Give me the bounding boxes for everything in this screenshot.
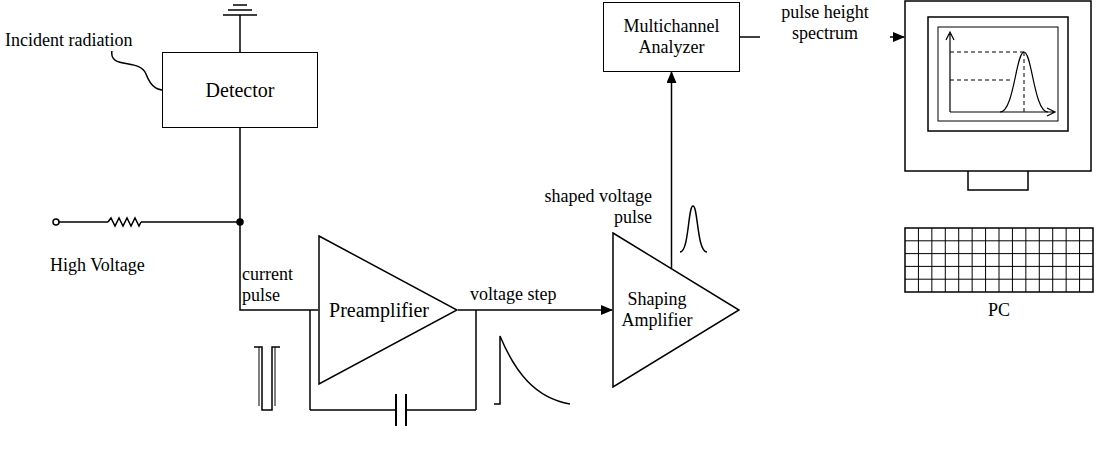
- node-label: Shaping Amplifier: [616, 289, 698, 330]
- preamplifier-triangle: Preamplifier: [318, 235, 458, 385]
- detector-box: Detector: [162, 52, 318, 128]
- current-pulse-waveform: [254, 347, 280, 410]
- ground-symbol: [223, 5, 257, 52]
- pc-monitor: PC: [904, 0, 1098, 330]
- shaped-pulse-waveform: [680, 206, 707, 252]
- signal-connector: [240, 128, 318, 310]
- edge-label: voltage step: [470, 284, 590, 305]
- voltage-step-waveform: [494, 336, 570, 404]
- node-label: Detector: [206, 79, 275, 102]
- resistor-symbol: [53, 218, 240, 226]
- multichannel-analyzer-box: Multichannel Analyzer: [603, 2, 740, 72]
- node-label: Multichannel Analyzer: [612, 16, 731, 57]
- voltage-label: High Voltage: [50, 255, 200, 276]
- edge-label: current pulse: [242, 264, 310, 305]
- node-label: Preamplifier: [324, 299, 434, 322]
- signal-connector: [458, 309, 612, 311]
- signal-connector: [671, 72, 673, 268]
- current-pulse-waveform: [259, 347, 275, 406]
- edge-label: shaped voltage pulse: [528, 186, 652, 227]
- edge-label: pulse height spectrum: [760, 2, 890, 43]
- radiation-label: Incident radiation: [5, 30, 165, 51]
- node-label: PC: [904, 300, 1094, 321]
- shaping-amplifier-triangle: Shaping Amplifier: [612, 232, 740, 388]
